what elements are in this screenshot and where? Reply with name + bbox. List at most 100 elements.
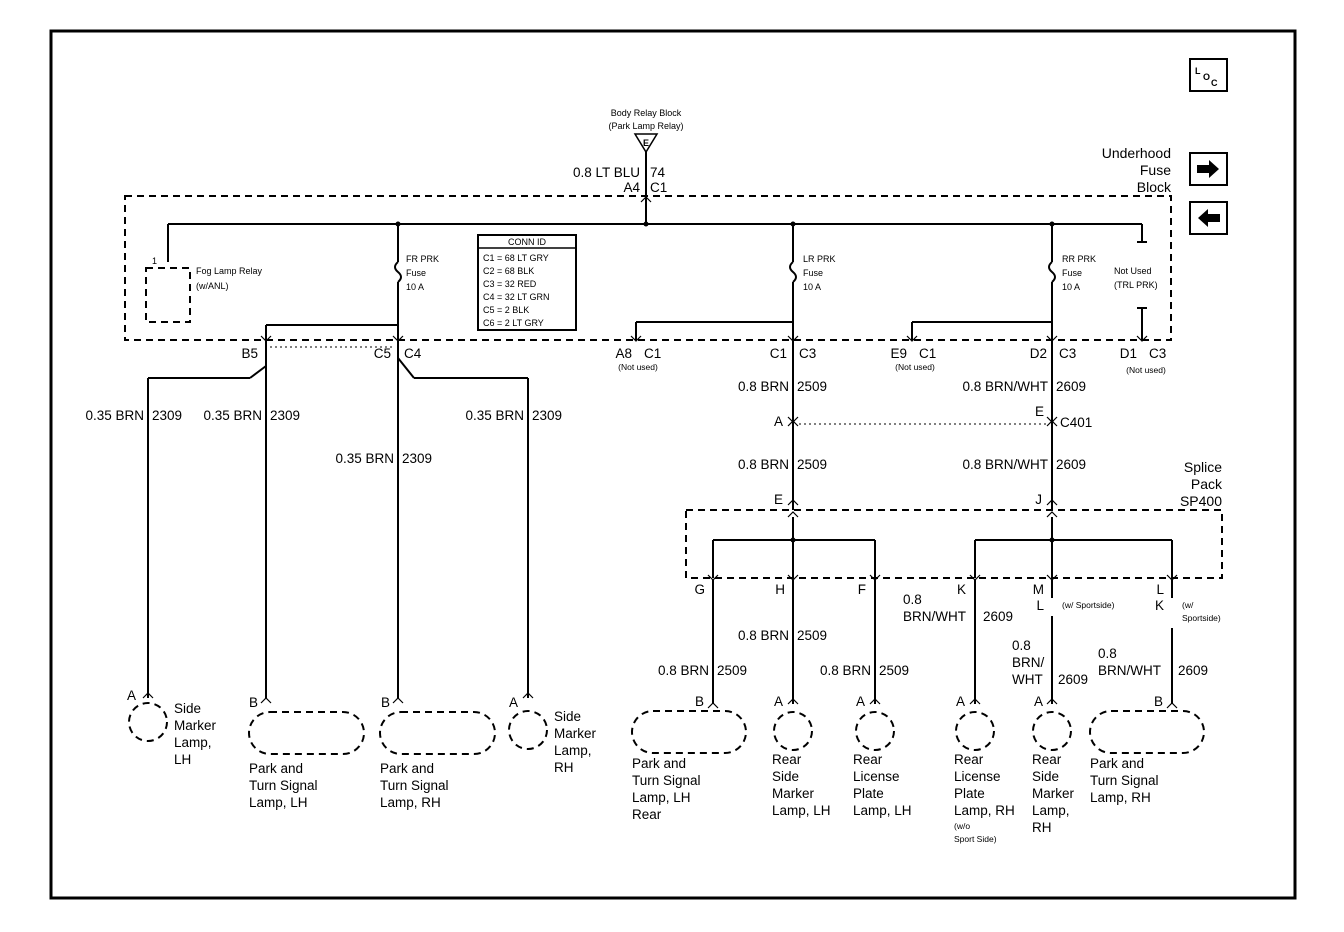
lamp2-pin: B (249, 695, 258, 710)
lamp9-label: Side (1032, 769, 1059, 784)
lamp10-label: Park and (1090, 756, 1144, 771)
conn-id-row: C6 = 2 LT GRY (483, 318, 544, 328)
side-marker-lamp-lh (128, 702, 168, 742)
trunk-right-size2: 0.8 BRN/WHT (962, 457, 1048, 472)
wire1-circuit: 2309 (152, 408, 182, 423)
rear-f-circuit: 2509 (879, 663, 909, 678)
side-marker-lamp-rh (508, 710, 548, 750)
lamp4-label: RH (554, 760, 574, 775)
lamp9-label: Rear (1032, 752, 1062, 767)
rear-g-size: 0.8 BRN (658, 663, 709, 678)
lamp2-label: Lamp, LH (249, 795, 308, 810)
conn-id-table: CONN ID C1 = 68 LT GRY C2 = 68 BLK C3 = … (477, 234, 577, 331)
lamp2-label: Turn Signal (249, 778, 318, 793)
lamp5-label: Lamp, LH (632, 790, 691, 805)
fr-prk-fuse-icon (394, 261, 402, 283)
lamp7-label: Rear (853, 752, 883, 767)
arrow-right-icon[interactable] (1189, 152, 1228, 186)
wire1-size: 0.35 BRN (85, 408, 144, 423)
lamp9-label: Lamp, (1032, 803, 1070, 818)
trunk-left-circuit2: 2509 (797, 457, 827, 472)
block-name-line2: Fuse (1140, 162, 1171, 178)
park-turn-lamp-lh (248, 711, 365, 755)
splice-out-m-alt: L (1036, 598, 1044, 613)
pin-e9: E9 (890, 346, 907, 361)
lamp6-label: Side (772, 769, 799, 784)
feed-wire-circuit: 74 (650, 165, 666, 180)
rear-side-marker-lamp-lh (773, 711, 813, 751)
rr-prk-fuse-name: RR PRK (1062, 254, 1096, 264)
rear-m-size: 0.8 (1012, 638, 1031, 653)
pin-d2: D2 (1030, 346, 1047, 361)
splice-out-g: G (694, 582, 705, 597)
wire2-size: 0.35 BRN (203, 408, 262, 423)
rr-prk-fuse-sub: Fuse (1062, 268, 1082, 278)
lamp9-pin: A (1034, 694, 1043, 709)
lamp5-label: Rear (632, 807, 662, 822)
lamp10-pin: B (1154, 694, 1163, 709)
rear-park-turn-lamp-rh (1089, 710, 1205, 754)
source-label: Body Relay Block (611, 108, 682, 118)
trunk-left-circuit: 2509 (797, 379, 827, 394)
svg-text:C: C (1211, 78, 1218, 88)
rear-f-size: 0.8 BRN (820, 663, 871, 678)
not-used-label: Not Used (1114, 266, 1152, 276)
underhood-fuse-block (124, 195, 1172, 341)
pin-c5: C5 (374, 346, 391, 361)
rear-m-size: WHT (1012, 672, 1043, 687)
lamp3-label: Park and (380, 761, 434, 776)
rear-l-circuit: 2609 (1178, 663, 1208, 678)
pin-d1-note: (Not used) (1126, 365, 1166, 375)
conn-id-title: CONN ID (508, 237, 547, 247)
splice-out-k: K (957, 582, 966, 597)
arrow-left-icon[interactable] (1189, 201, 1228, 235)
pin-c4: C4 (404, 346, 422, 361)
lamp9-label: Marker (1032, 786, 1075, 801)
lamp3-pin: B (381, 695, 390, 710)
pin-b5: B5 (241, 346, 258, 361)
trunk-right-circuit2: 2609 (1056, 457, 1086, 472)
conn-id-row: C1 = 68 LT GRY (483, 253, 549, 263)
rear-l-size: BRN/WHT (1098, 663, 1161, 678)
wire3-circuit: 2309 (402, 451, 432, 466)
rear-k-circuit: 2609 (983, 609, 1013, 624)
splice-out-f: F (858, 582, 866, 597)
lamp1-label: LH (174, 752, 191, 767)
lamp8-label: Lamp, RH (954, 803, 1015, 818)
rear-k-size: BRN/WHT (903, 609, 966, 624)
rear-side-marker-lamp-rh (1032, 711, 1072, 751)
lamp4-label: Marker (554, 726, 597, 741)
fog-relay-label: Fog Lamp Relay (196, 266, 263, 276)
pin-c3: C3 (799, 346, 816, 361)
block-name-line3: Block (1137, 179, 1172, 195)
splice-out-h: H (775, 582, 785, 597)
pin-d1: D1 (1120, 346, 1137, 361)
lamp9-label: RH (1032, 820, 1052, 835)
lamp6-label: Lamp, LH (772, 803, 831, 818)
trunk-right-circuit: 2609 (1056, 379, 1086, 394)
rear-license-lamp-lh (855, 711, 895, 751)
lamp8-label: License (954, 769, 1001, 784)
splice-name-3: SP400 (1180, 493, 1222, 509)
rear-park-turn-lamp-lh (631, 710, 747, 754)
splice-name-1: Splice (1184, 459, 1222, 475)
loc-icon[interactable]: L O C (1189, 58, 1228, 92)
trunk-right-size: 0.8 BRN/WHT (962, 379, 1048, 394)
conn-id-row: C2 = 68 BLK (483, 266, 534, 276)
lamp8-note: (w/o (954, 821, 970, 831)
rear-g-circuit: 2509 (717, 663, 747, 678)
splice-out-l-note: Sportside) (1182, 613, 1221, 623)
lamp1-label: Lamp, (174, 735, 212, 750)
splice-out-l-note: (w/ (1182, 600, 1194, 610)
splice-out-m-note: (w/ Sportside) (1062, 600, 1115, 610)
feed-conn: C1 (650, 180, 667, 195)
fog-relay-sublabel: (w/ANL) (196, 281, 229, 291)
lr-prk-fuse-sub: Fuse (803, 268, 823, 278)
pin-a8: A8 (615, 346, 632, 361)
feed-pin: A4 (623, 180, 640, 195)
trunk-left-size: 0.8 BRN (738, 379, 789, 394)
wire4-size: 0.35 BRN (465, 408, 524, 423)
lamp6-label: Rear (772, 752, 802, 767)
lamp7-pin: A (856, 694, 865, 709)
